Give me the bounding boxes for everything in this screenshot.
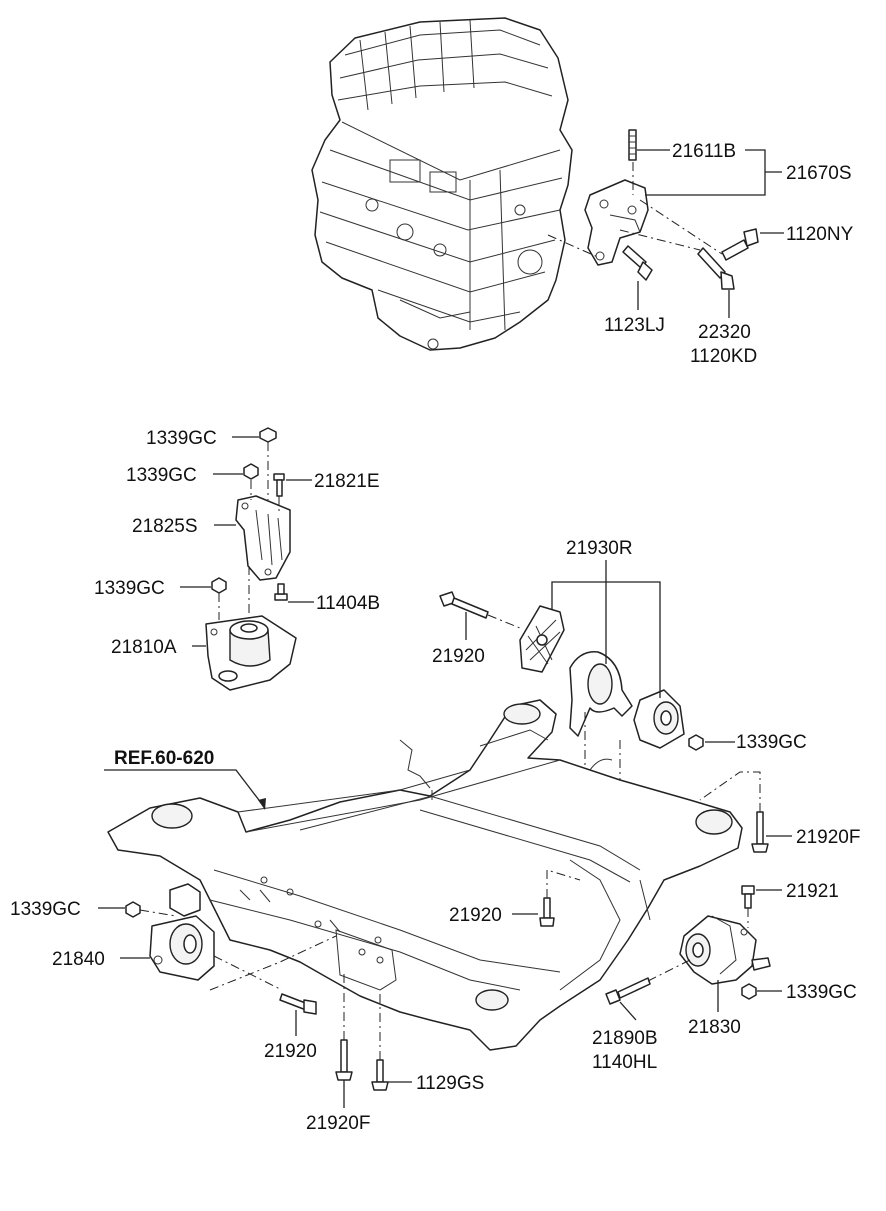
leader-dash [139,909,177,917]
bracket-21670S [584,179,649,266]
label-1140HL: 1140HL [592,1052,657,1073]
label-reference: REF.60-620 [114,748,214,769]
nut-1339GC-right-lower [741,983,757,1000]
bolt-21921 [741,885,755,909]
washer-plate [519,605,565,673]
bolt-21920-center [539,897,555,927]
label-22320: 22320 [698,322,751,343]
leader-dash [487,614,521,629]
bolt-1123LJ [622,245,653,281]
nut-1339GC-top [259,427,277,443]
leader-line [98,907,150,959]
bolt-1129GS [371,1059,389,1091]
label-21920F: 21920F [796,827,860,848]
label-1339GC: 1339GC [146,428,217,449]
leader-line [180,436,314,647]
label-21611B: 21611B [672,141,736,162]
label-1123LJ: 1123LJ [604,315,665,336]
label-21840: 21840 [52,949,105,970]
label-21825S: 21825S [132,516,198,537]
bracket-21930R [569,651,633,737]
ref-arrowhead [258,798,266,810]
leader-dash [546,869,581,898]
bolt-21920-upper [439,591,489,619]
label-21921: 21921 [786,881,839,902]
label-1339GC: 1339GC [10,899,81,920]
mount-21840 [149,883,215,981]
bolt-21920F-right [751,811,769,853]
label-1339GC: 1339GC [94,578,165,599]
leader-line [717,980,782,1012]
nut-1339GC-left [125,901,141,918]
label-1120KD: 1120KD [690,346,757,367]
leader-line [637,149,784,318]
bolt-21920-lower [279,993,317,1015]
label-1339GC: 1339GC [786,982,857,1003]
bushing-21930R [633,689,685,749]
leader-dash [547,229,701,259]
label-21920: 21920 [449,905,502,926]
bolt-22320 [697,247,735,290]
label-21890B: 21890B [592,1028,658,1049]
leader-dash [209,935,337,991]
bolt-21821E [273,473,285,497]
label-1339GC: 1339GC [736,732,807,753]
bolt-1120NY [721,228,759,261]
leader-line [619,1001,637,1021]
label-1339GC: 1339GC [126,465,197,486]
bolt-11404B [274,583,288,601]
nut-1339GC-second [243,463,259,480]
ref-arrow-line [104,769,266,809]
label-21830: 21830 [688,1017,741,1038]
label-21920: 21920 [432,646,485,667]
labels: 21611B 21670S 1120NY 1123LJ 22320 1120KD… [10,141,860,1134]
label-21810A: 21810A [111,637,177,658]
bolt-21890B [605,977,651,1005]
label-1129GS: 1129GS [416,1073,484,1094]
label-21920: 21920 [264,1041,317,1062]
leader-line [465,560,735,743]
label-21930R: 21930R [566,538,633,559]
subframe [107,699,743,1051]
label-21920F: 21920F [306,1113,370,1134]
nut-1339GC-right [688,734,704,751]
label-1120NY: 1120NY [786,224,854,245]
leader-dash [639,199,723,255]
mount-21810A [205,615,297,691]
label-21670S: 21670S [786,163,852,184]
stud-21611B [628,129,637,161]
label-21821E: 21821E [314,471,380,492]
engine-block [311,17,573,351]
bracket-21825S [235,495,291,581]
label-11404B: 11404B [316,593,380,614]
leader-dash [699,771,761,812]
bolt-21920F-lower [335,1039,353,1081]
leader-dash [647,959,691,982]
mount-21830 [679,915,771,985]
nut-1339GC-third [211,577,227,594]
